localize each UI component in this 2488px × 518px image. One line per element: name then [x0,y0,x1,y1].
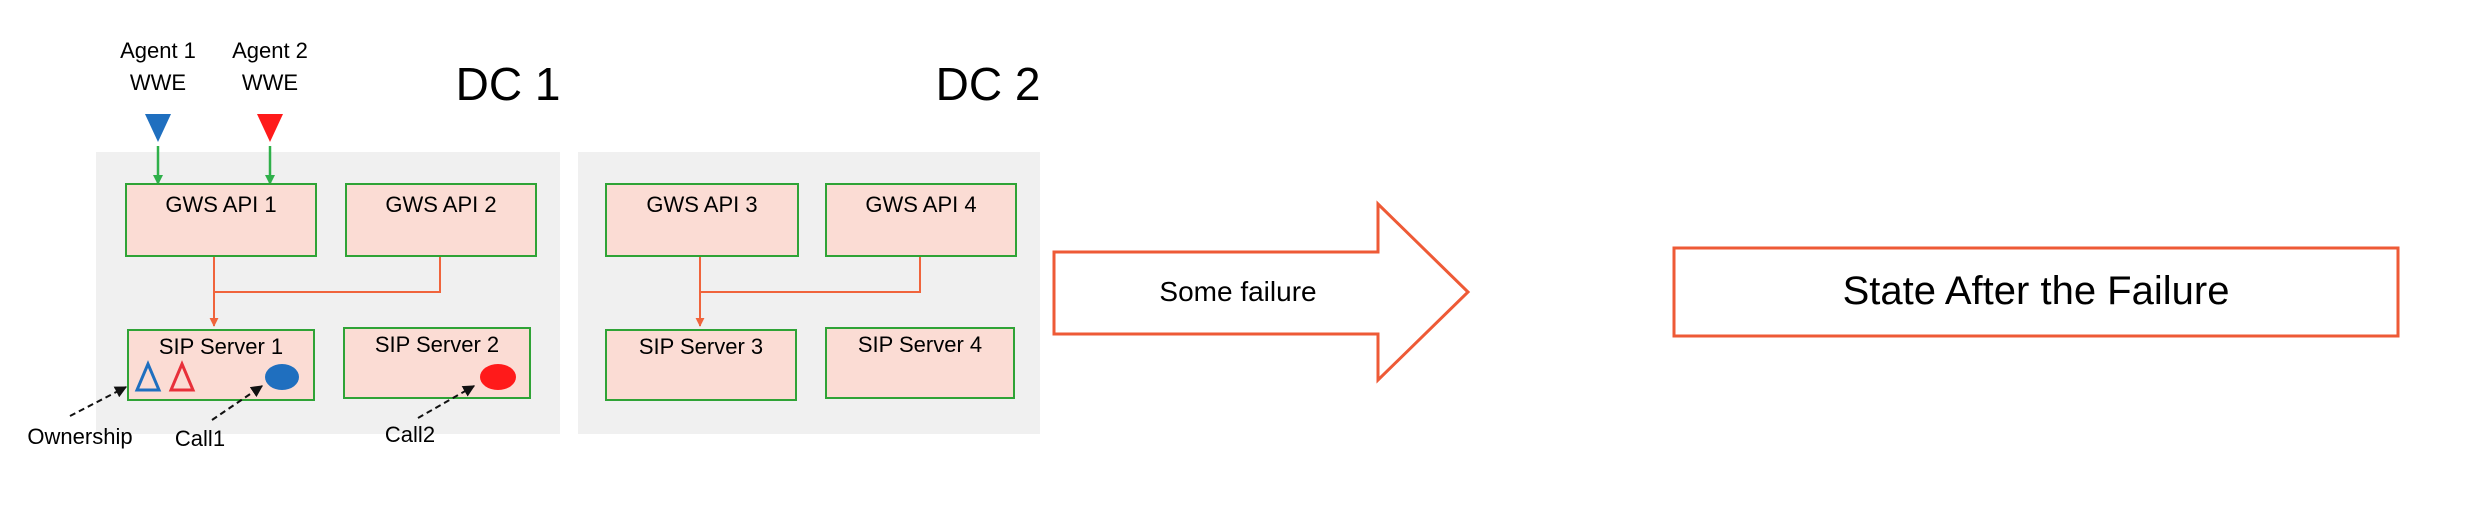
call1-label: Call1 [175,426,225,451]
dc1-gws-connector [213,256,441,293]
agent2-ownership-icon [168,360,196,392]
dc2-label: DC 2 [936,58,1041,110]
sip-server-3-box: SIP Server 3 [605,329,797,401]
ownership-label: Ownership [27,424,132,449]
sip-server-4-box: SIP Server 4 [825,327,1015,399]
call2-icon [480,364,516,390]
sip-server-1-label: SIP Server 1 [159,334,283,359]
ownership-pointer-arrow [69,386,128,417]
sip-server-3-label: SIP Server 3 [639,334,763,359]
gws-api-3-box: GWS API 3 [605,183,799,257]
call2-pointer-arrow [417,385,476,419]
agent2-app: WWE [242,70,298,95]
call1-icon [265,364,299,390]
agent2-marker-icon [257,114,283,142]
sip-server-4-label: SIP Server 4 [858,332,982,357]
gws-api-3-label: GWS API 3 [646,192,757,217]
call1-pointer-arrow [211,385,263,421]
failure-transition-label: Some failure [1159,276,1316,307]
failure-transition-arrow [1052,200,1471,384]
gws-api-1-label: GWS API 1 [165,192,276,217]
agent1-ownership-icon [134,360,162,392]
agent1-name: Agent 1 [120,38,196,63]
agent1-marker-icon [145,114,171,142]
dc1-label: DC 1 [456,58,561,110]
gws-api-2-box: GWS API 2 [345,183,537,257]
agent2-name: Agent 2 [232,38,308,63]
agent1-app: WWE [130,70,186,95]
dc2-gws-connector [699,256,921,293]
sip-server-2-label: SIP Server 2 [375,332,499,357]
gws-api-4-box: GWS API 4 [825,183,1017,257]
call2-label: Call2 [385,422,435,447]
result-box [1672,246,2400,338]
gws-api-1-box: GWS API 1 [125,183,317,257]
gws-api-2-label: GWS API 2 [385,192,496,217]
result-title: State After the Failure [1843,269,2230,313]
gws-api-4-label: GWS API 4 [865,192,976,217]
